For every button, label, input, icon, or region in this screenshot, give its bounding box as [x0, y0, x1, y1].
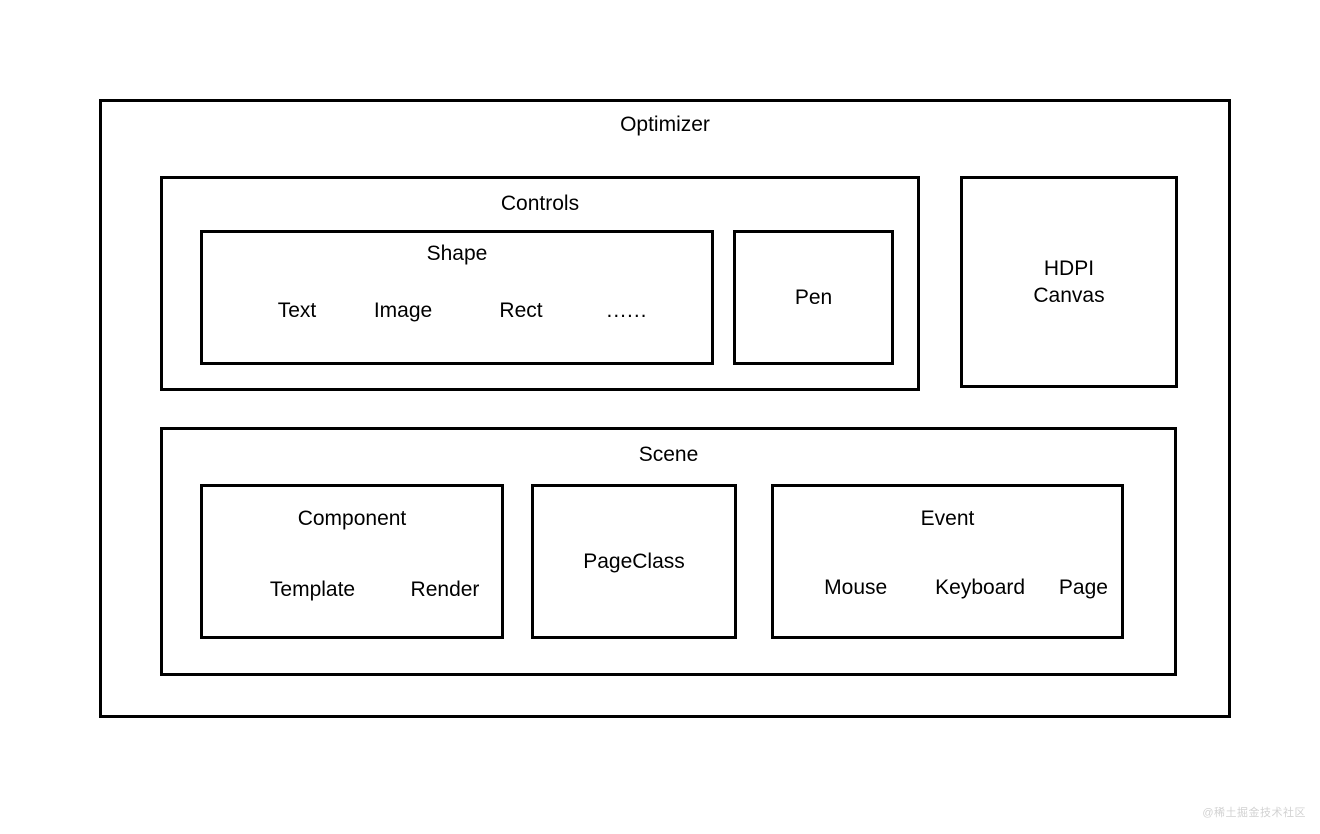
watermark: @稀土掘金技术社区 — [1202, 807, 1306, 819]
pageclass-title: PageClass — [583, 550, 685, 573]
shape-item-row: Text Image Rect ...... — [203, 299, 711, 323]
shape-title: Shape — [426, 242, 488, 265]
shape-item-rect: Rect — [499, 299, 543, 322]
pageclass-block: PageClass — [531, 484, 737, 639]
optimizer-block: Optimizer Controls Shape Text Image Rect… — [99, 99, 1231, 718]
event-item-keyboard: Keyboard — [935, 576, 1026, 599]
component-item-template: Template — [269, 578, 356, 601]
scene-title: Scene — [638, 443, 699, 466]
shape-item-ellipsis: ...... — [606, 299, 648, 322]
component-item-render: Render — [410, 578, 480, 601]
shape-item-text: Text — [277, 299, 317, 322]
event-item-mouse: Mouse — [824, 576, 888, 599]
shape-item-image: Image — [373, 299, 433, 322]
controls-title: Controls — [500, 192, 580, 215]
pen-title: Pen — [794, 286, 833, 309]
event-title: Event — [920, 507, 975, 530]
controls-block: Controls Shape Text Image Rect ...... Pe… — [160, 176, 920, 391]
event-item-page: Page — [1058, 576, 1108, 599]
component-item-row: Template Render — [203, 578, 501, 602]
event-block: Event Mouse Keyboard Page — [771, 484, 1124, 639]
event-item-row: Mouse Keyboard Page — [774, 576, 1121, 600]
scene-block: Scene Component Template Render PageClas… — [160, 427, 1177, 676]
pen-block: Pen — [733, 230, 894, 365]
hdpi-canvas-block: HDPI Canvas — [960, 176, 1178, 388]
component-block: Component Template Render — [200, 484, 504, 639]
shape-block: Shape Text Image Rect ...... — [200, 230, 714, 365]
component-title: Component — [297, 507, 407, 530]
optimizer-title: Optimizer — [620, 113, 710, 136]
hdpi-canvas-title: HDPI Canvas — [1033, 257, 1105, 307]
